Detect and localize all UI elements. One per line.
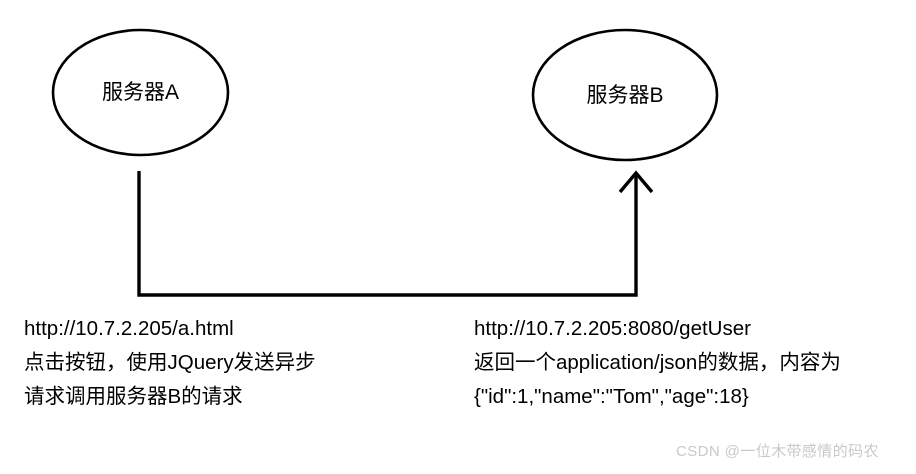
annotation-right-line-2: 返回一个application/json的数据，内容为 (474, 351, 841, 374)
connector-a-to-b (137, 171, 638, 297)
annotation-left-line-3: 请求调用服务器B的请求 (24, 385, 243, 408)
annotation-left-line-2: 点击按钮，使用JQuery发送异步 (24, 351, 316, 374)
annotation-right-line-3: {"id":1,"name":"Tom","age":18} (474, 385, 749, 408)
server-a-ellipse (51, 28, 230, 157)
server-a-label: 服务器A (101, 81, 179, 104)
csdn-watermark: CSDN @一位木带感情的码农 (676, 443, 879, 460)
server-b-label: 服务器B (586, 84, 664, 107)
server-b-ellipse (531, 28, 719, 162)
connector-arrowhead-icon (618, 170, 654, 194)
annotation-right: http://10.7.2.205:8080/getUser 返回一个appli… (474, 312, 841, 414)
annotation-left: http://10.7.2.205/a.html 点击按钮，使用JQuery发送… (24, 312, 316, 414)
annotation-right-line-1: http://10.7.2.205:8080/getUser (474, 317, 751, 340)
annotation-left-line-1: http://10.7.2.205/a.html (24, 317, 234, 340)
